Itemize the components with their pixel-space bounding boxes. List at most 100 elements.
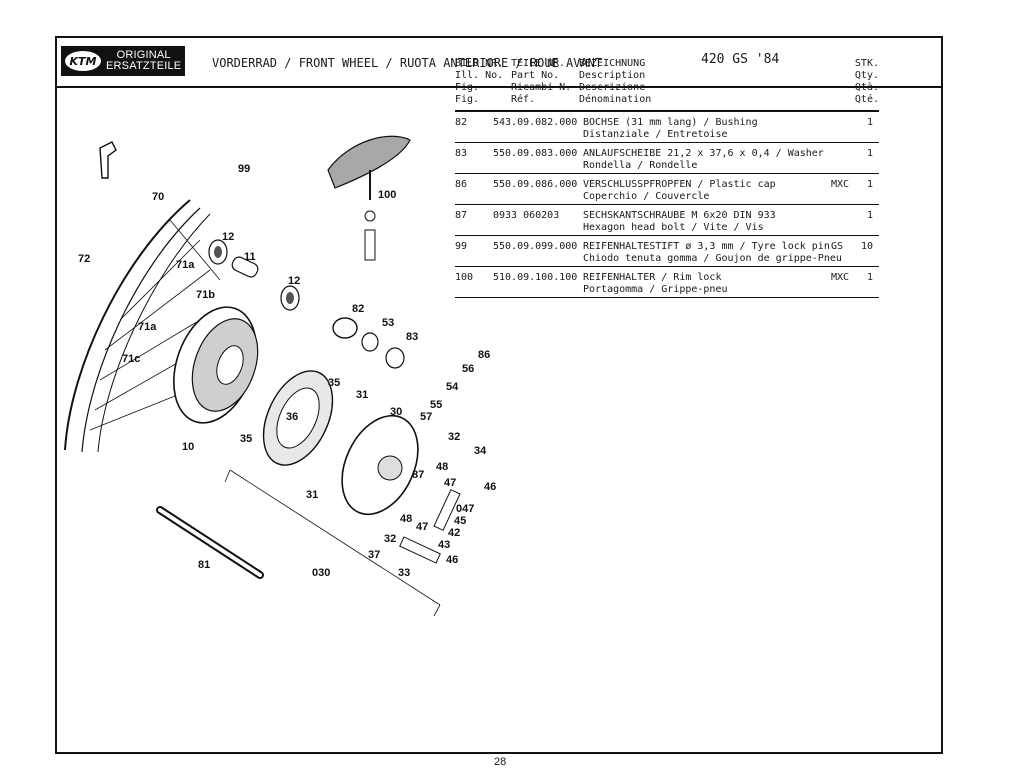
callout-label: 53: [382, 317, 394, 329]
callout-label: 71a: [176, 259, 195, 271]
callout-label: 72: [78, 253, 90, 265]
callout-label: 46: [484, 481, 496, 493]
table-row: 100 510.09.100.100 REIFENHALTER / Rim lock…: [455, 267, 879, 298]
cell-qty: 1: [866, 210, 873, 221]
rim: [64, 199, 191, 451]
callout-label: 87: [412, 469, 424, 481]
page-number: 28: [494, 756, 507, 768]
callout-label: 47: [416, 521, 428, 533]
callout-label: 32: [448, 431, 460, 443]
spokes: [89, 219, 221, 431]
callout-label: 047: [456, 503, 474, 515]
callout-label: 11: [244, 251, 256, 263]
cell-part-number: 543.09.082.000: [493, 117, 578, 128]
rim-inner: [81, 207, 201, 453]
callout-label: 55: [430, 399, 442, 411]
page-header: KTM ORIGINAL ERSATZTEILE VORDERRAD / FRO…: [57, 38, 941, 88]
callout-label: 30: [390, 406, 402, 418]
cell-qty: 1: [866, 272, 873, 283]
callout-label: 42: [448, 527, 460, 539]
cell-variant: MXC: [831, 272, 850, 283]
col-qty-header: STK. Qty. Qtà. Qté.: [854, 58, 879, 105]
cell-description: BOCHSE (31 mm lang) / Bushing Distanzial…: [583, 117, 758, 140]
cell-description: REIFENHALTESTIFT ø 3,3 mm / Tyre lock pi…: [583, 241, 842, 264]
logo-text: ORIGINAL ERSATZTEILE: [106, 50, 181, 72]
callout-label: 47: [444, 477, 456, 489]
callout-label: 030: [312, 567, 330, 579]
callout-label: 12: [222, 231, 234, 243]
rim-edge: [97, 213, 211, 453]
cell-qty: 1: [866, 148, 873, 159]
bearing-12-bottom-center: [286, 292, 294, 304]
callout-label: 12: [288, 275, 300, 287]
cell-description: REIFENHALTER / Rim lock Portagomma / Gri…: [583, 272, 728, 295]
table-row: 99 550.09.099.000 REIFENHALTESTIFT ø 3,3 m…: [455, 236, 879, 267]
cell-qty: 1: [866, 179, 873, 190]
brake-shoes-inner: [276, 387, 320, 449]
page-title: VORDERRAD / FRONT WHEEL / RUOTA ANTERIOR…: [212, 56, 603, 70]
cell-description: ANLAUFSCHEIBE 21,2 x 37,6 x 0,4 / Washer…: [583, 148, 824, 171]
page-frame: KTM ORIGINAL ERSATZTEILE VORDERRAD / FRO…: [55, 36, 943, 754]
ktm-logo: KTM ORIGINAL ERSATZTEILE: [61, 46, 185, 76]
callout-label: 99: [238, 163, 250, 175]
model-label: 420 GS '84: [701, 52, 780, 67]
callout-label: 48: [436, 461, 448, 473]
callout-label: 31: [356, 389, 368, 401]
axle-81-highlight: [158, 508, 262, 577]
rim-lock-100: [327, 135, 411, 189]
cell-part-number: 550.09.083.000: [493, 148, 578, 159]
callout-label: 31: [306, 489, 318, 501]
bushing-82: [332, 317, 358, 339]
cell-fig: 99: [455, 241, 468, 252]
washer-83: [385, 347, 405, 369]
callout-label: 54: [446, 381, 459, 393]
cell-qty: 10: [860, 241, 873, 252]
cell-fig: 100: [455, 272, 474, 283]
callout-label: 71b: [196, 289, 215, 301]
cell-part-number: 510.09.100.100: [493, 272, 578, 283]
parts-table: BILD NR. Ill. No. Fig. Fig. TEILE NR. Pa…: [455, 58, 879, 298]
callout-label: 43: [438, 539, 450, 551]
callout-label: 35: [328, 377, 340, 389]
cell-part-number: 550.09.086.000: [493, 179, 578, 190]
callout-label: 37: [368, 549, 380, 561]
callout-label: 10: [182, 441, 194, 453]
cell-fig: 86: [455, 179, 468, 190]
cell-variant: MXC: [831, 179, 850, 190]
table-row: 82 543.09.082.000 BOCHSE (31 mm lang) / Bu…: [455, 112, 879, 143]
bracket-part: [99, 141, 117, 179]
callout-label: 71c: [122, 353, 140, 365]
col-desc-header: BEZEICHNUNG Description Descrizione Déno…: [579, 58, 652, 105]
rim-lock-sleeve: [364, 229, 376, 261]
rim-lock-washer: [364, 210, 376, 222]
callout-label: 48: [400, 513, 412, 525]
callout-label: 83: [406, 331, 418, 343]
cell-fig: 82: [455, 117, 468, 128]
callout-label: 34: [474, 445, 487, 457]
callout-label: 70: [152, 191, 164, 203]
cell-part-number: 0933 060203: [493, 210, 560, 221]
cell-qty: 1: [866, 117, 873, 128]
logo-line-2: ERSATZTEILE: [106, 60, 182, 72]
logo-line-1: ORIGINAL: [116, 49, 171, 61]
bearing-12-top-center: [214, 246, 222, 258]
brake-lever-47: [433, 489, 461, 531]
callout-label: 36: [286, 411, 298, 423]
callout-label: 86: [478, 349, 490, 361]
brake-arm-33: [399, 536, 441, 564]
callout-label: 82: [352, 303, 364, 315]
cell-part-number: 550.09.099.000: [493, 241, 578, 252]
callout-label: 32: [384, 533, 396, 545]
cell-variant: GS: [831, 241, 844, 252]
bushing-53: [361, 332, 379, 352]
callout-label: 33: [398, 567, 410, 579]
callout-label: 35: [240, 433, 252, 445]
cell-fig: 83: [455, 148, 468, 159]
callout-label: 56: [462, 363, 474, 375]
brake-plate-hub: [377, 455, 403, 481]
callout-label: 71a: [138, 321, 157, 333]
spacer-11: [231, 256, 259, 278]
